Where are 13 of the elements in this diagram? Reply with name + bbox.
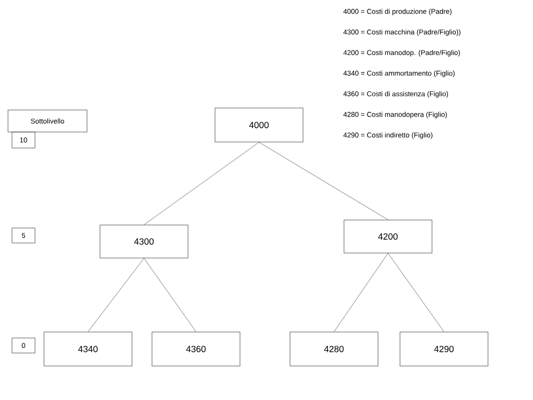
tree-node-box: 4340 [44,332,132,366]
connector-line [388,253,444,332]
tree-node-box: 4000 [214,108,304,142]
connector-line [258,142,388,220]
tree-node-box: 4200 [344,220,432,254]
connector-line [334,253,388,332]
connector-line [144,258,196,332]
connector-line [88,258,144,332]
connector-line [144,142,260,225]
tree-node-box: 4290 [400,332,488,366]
tree-node-box: 4360 [152,332,240,366]
tree-node-box: 4280 [290,332,378,366]
tree-node-box: 4300 [100,224,188,258]
